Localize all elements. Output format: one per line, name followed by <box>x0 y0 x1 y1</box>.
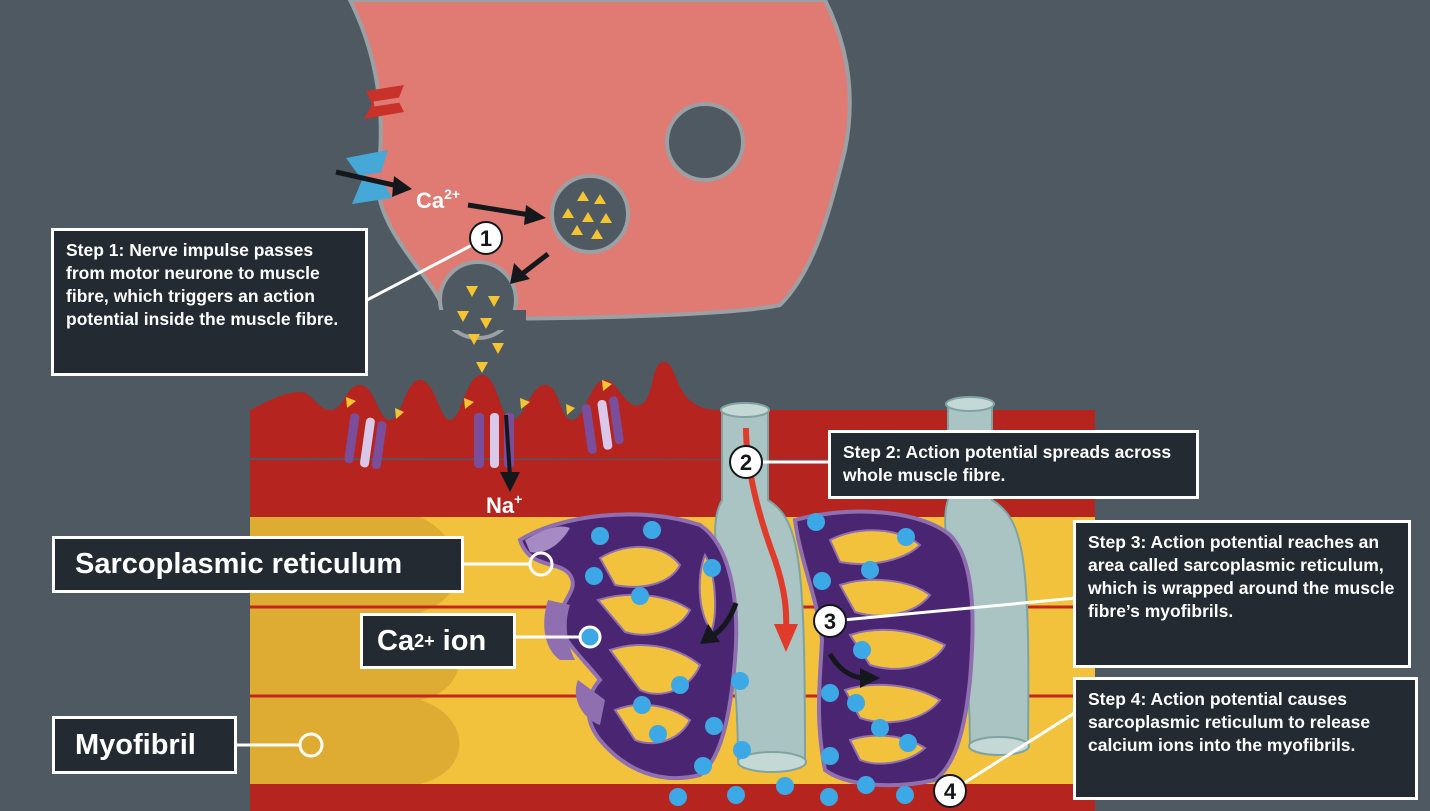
calcium-ion-word: ion <box>434 624 487 657</box>
calcium-ion-charge: 2+ <box>414 630 435 651</box>
myofibril-label: Myofibril <box>52 716 237 774</box>
sarcoplasmic-reticulum <box>517 509 975 788</box>
svg-text:3: 3 <box>824 609 836 634</box>
svg-text:4: 4 <box>944 779 957 804</box>
sarcoplasmic-reticulum-label: Sarcoplasmic reticulum <box>52 536 464 593</box>
calcium-ion-label-top: Ca2+ <box>416 186 460 213</box>
synaptic-vesicle <box>550 174 630 254</box>
svg-text:2: 2 <box>740 450 752 475</box>
sodium-ion-label: Na+ <box>486 491 522 518</box>
step-markers: 1 2 3 4 <box>469 221 967 808</box>
calcium-ion-symbol: Ca <box>377 624 415 657</box>
marker-2: 2 <box>729 445 763 479</box>
marker-3: 3 <box>813 604 847 638</box>
calcium-ions <box>585 513 917 806</box>
pointer-lines <box>236 241 1077 792</box>
nucleus <box>665 102 745 182</box>
svg-text:1: 1 <box>480 226 492 251</box>
released-neurotransmitters <box>457 286 504 373</box>
marker-1: 1 <box>469 221 503 255</box>
step-1-box: Step 1: Nerve impulse passes from motor … <box>51 228 368 376</box>
marker-4: 4 <box>933 774 967 808</box>
step-4-box: Step 4: Action potential causes sarcopla… <box>1073 677 1418 800</box>
flow-arrows <box>335 169 550 284</box>
step-2-box: Step 2: Action potential spreads across … <box>828 430 1199 499</box>
step-3-box: Step 3: Action potential reaches an area… <box>1073 520 1411 668</box>
vesicle-neurotransmitters <box>562 191 612 239</box>
